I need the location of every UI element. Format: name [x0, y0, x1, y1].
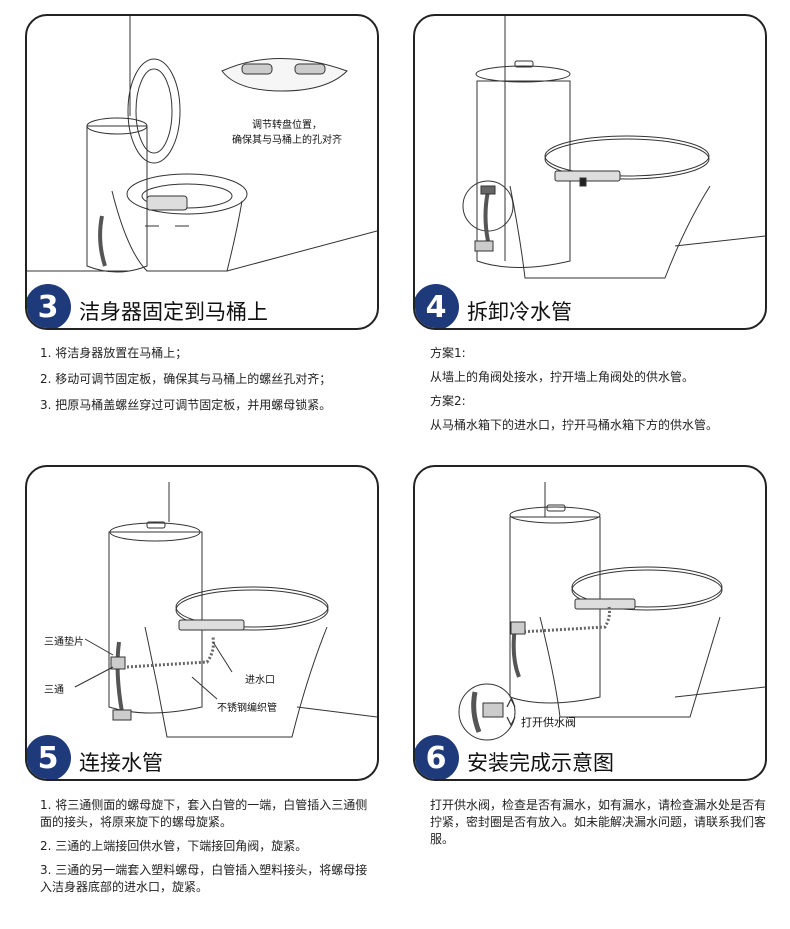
step3-badge: 3 — [27, 284, 71, 328]
step3-callout: 调节转盘位置， 确保其与马桶上的孔对齐 — [207, 118, 367, 148]
step4-line-1: 方案1: — [430, 346, 466, 360]
step6-label-open-valve: 打开供水阀 — [521, 716, 576, 729]
step5-line-2: 2. 三通的上端接回供水管，下端接回角阀，旋紧。 — [40, 839, 308, 853]
step6-instructions: 打开供水阀，检查是否有漏水，如有漏水，请检查漏水处是否有拧紧，密封圈是否有放入。… — [430, 797, 770, 848]
step5-title: 连接水管 — [79, 751, 163, 775]
step6-badge: 6 — [415, 735, 459, 779]
step6-illustration — [458, 482, 765, 741]
step5-line-1: 1. 将三通侧面的螺母旋下，套入白管的一端，白管插入三通侧面的接头，将原来旋下的… — [40, 798, 368, 829]
step5-illustration — [74, 482, 377, 738]
step5-panel: 三通垫片 三通 进水口 不锈钢编织管 5 连接水管 — [25, 465, 379, 781]
step3-callout-line2: 确保其与马桶上的孔对齐 — [232, 135, 342, 146]
step3-line-1: 1. 将洁身器放置在马桶上； — [40, 346, 188, 360]
step6-title: 安装完成示意图 — [467, 751, 614, 775]
step5-label-braided-hose: 不锈钢编织管 — [217, 703, 277, 714]
step5-line-3: 3. 三通的另一端套入塑料螺母，白管插入塑料接头，将螺母接入洁身器底部的进水口，… — [40, 863, 368, 894]
step4-badge: 4 — [415, 284, 459, 328]
step3-illustration — [27, 16, 377, 273]
step4-title: 拆卸冷水管 — [467, 300, 572, 324]
step3-callout-line1: 调节转盘位置， — [252, 120, 322, 131]
step3-instructions: 1. 将洁身器放置在马桶上； 2. 移动可调节固定板，确保其与马桶上的螺丝孔对齐… — [40, 345, 380, 414]
step4-line-3: 方案2: — [430, 394, 466, 408]
step3-line-3: 3. 把原马桶盖螺丝穿过可调节固定板，并用螺母锁紧。 — [40, 398, 332, 412]
step6-panel: 打开供水阀 6 安装完成示意图 — [413, 465, 767, 781]
step6-line-1: 打开供水阀，检查是否有漏水，如有漏水，请检查漏水处是否有拧紧，密封圈是否有放入。… — [430, 798, 767, 846]
step5-badge: 5 — [27, 735, 71, 779]
step4-instructions: 方案1: 从墙上的角阀处接水，拧开墙上角阀处的供水管。 方案2: 从马桶水箱下的… — [430, 345, 770, 434]
step5-label-tee: 三通 — [44, 685, 64, 696]
step4-line-2: 从墙上的角阀处接水，拧开墙上角阀处的供水管。 — [430, 370, 695, 384]
step4-line-4: 从马桶水箱下的进水口，拧开马桶水箱下方的供水管。 — [430, 418, 719, 432]
step3-title: 洁身器固定到马桶上 — [79, 300, 268, 324]
step5-label-inlet: 进水口 — [245, 675, 275, 686]
step5-instructions: 1. 将三通侧面的螺母旋下，套入白管的一端，白管插入三通侧面的接头，将原来旋下的… — [40, 797, 375, 896]
step3-line-2: 2. 移动可调节固定板，确保其与马桶上的螺丝孔对齐； — [40, 372, 332, 386]
step4-illustration — [462, 16, 765, 279]
step5-label-tee-gasket: 三通垫片 — [44, 637, 84, 648]
step4-panel: 4 拆卸冷水管 — [413, 14, 767, 330]
step3-panel: 调节转盘位置， 确保其与马桶上的孔对齐 3 洁身器固定到马桶上 — [25, 14, 379, 330]
